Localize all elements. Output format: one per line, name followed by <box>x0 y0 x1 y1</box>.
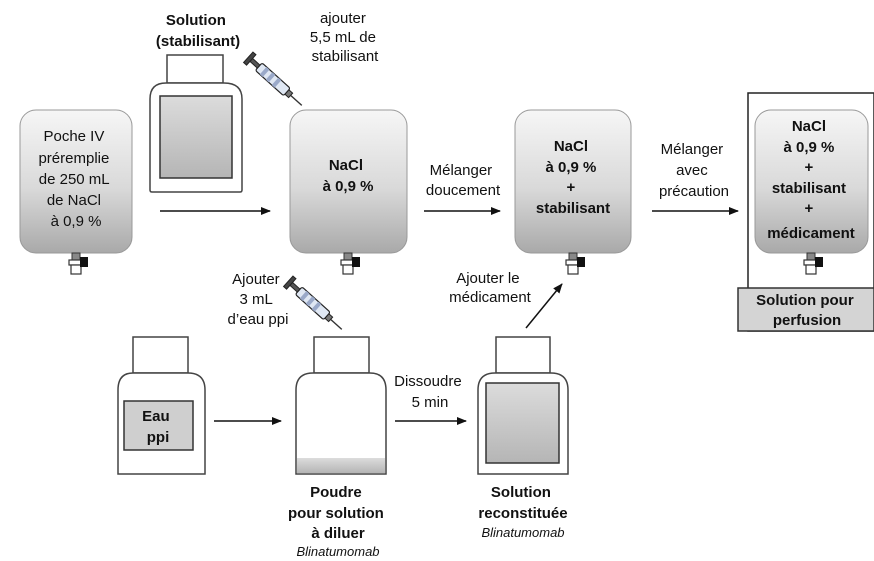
iv-bag-nacl-label: NaCl à 0,9 % <box>323 157 374 195</box>
iv-bag-nacl-stabilizer-label: NaCl à 0,9 % + stabilisant <box>536 138 610 217</box>
reconstituted-drug-name: Blinatumomab <box>481 525 564 540</box>
reconstituted-vial <box>477 336 569 475</box>
step-mix-carefully: Mélanger avec précaution <box>659 141 729 200</box>
add-drug-note: Ajouter le médicament <box>449 270 532 306</box>
syringe-icon <box>242 51 308 112</box>
add-stabilizer-note: ajouter 5,5 mL de stabilisant <box>310 10 380 65</box>
water-bottle-label: Eau ppi <box>142 408 174 446</box>
powder-drug-name: Blinatumomab <box>296 544 379 559</box>
powder-caption: Poudre pour solution à diluer <box>288 484 388 542</box>
arrow-add-drug <box>525 283 563 329</box>
valve-icon <box>340 252 361 275</box>
valve-icon <box>68 252 89 275</box>
iv-bag-final <box>754 109 869 275</box>
powder-vial <box>295 336 387 475</box>
iv-bag-final-label: NaCl à 0,9 % + stabilisant + médicament <box>767 118 855 242</box>
water-bottle <box>117 336 206 475</box>
final-label: Solution pour perfusion <box>756 292 858 329</box>
iv-bag-nacl-stabilizer <box>514 109 632 275</box>
valve-icon <box>565 252 586 275</box>
iv-bag-initial <box>19 109 133 275</box>
iv-bag-initial-label: Poche IV préremplie de 250 mL de NaCl à … <box>38 128 113 230</box>
step-dissolve: Dissoudre 5 min <box>394 373 466 411</box>
add-water-note: Ajouter 3 mL d’eau ppi <box>228 271 289 328</box>
step-mix-gently: Mélanger doucement <box>426 162 501 199</box>
final-label-box <box>737 287 874 332</box>
stabilizer-bottle-title: Solution (stabilisant) <box>156 12 240 50</box>
syringe-icon <box>282 275 348 336</box>
reconstituted-caption: Solution reconstituée <box>478 484 567 522</box>
stabilizer-bottle <box>149 54 243 193</box>
iv-bag-nacl <box>289 109 408 275</box>
